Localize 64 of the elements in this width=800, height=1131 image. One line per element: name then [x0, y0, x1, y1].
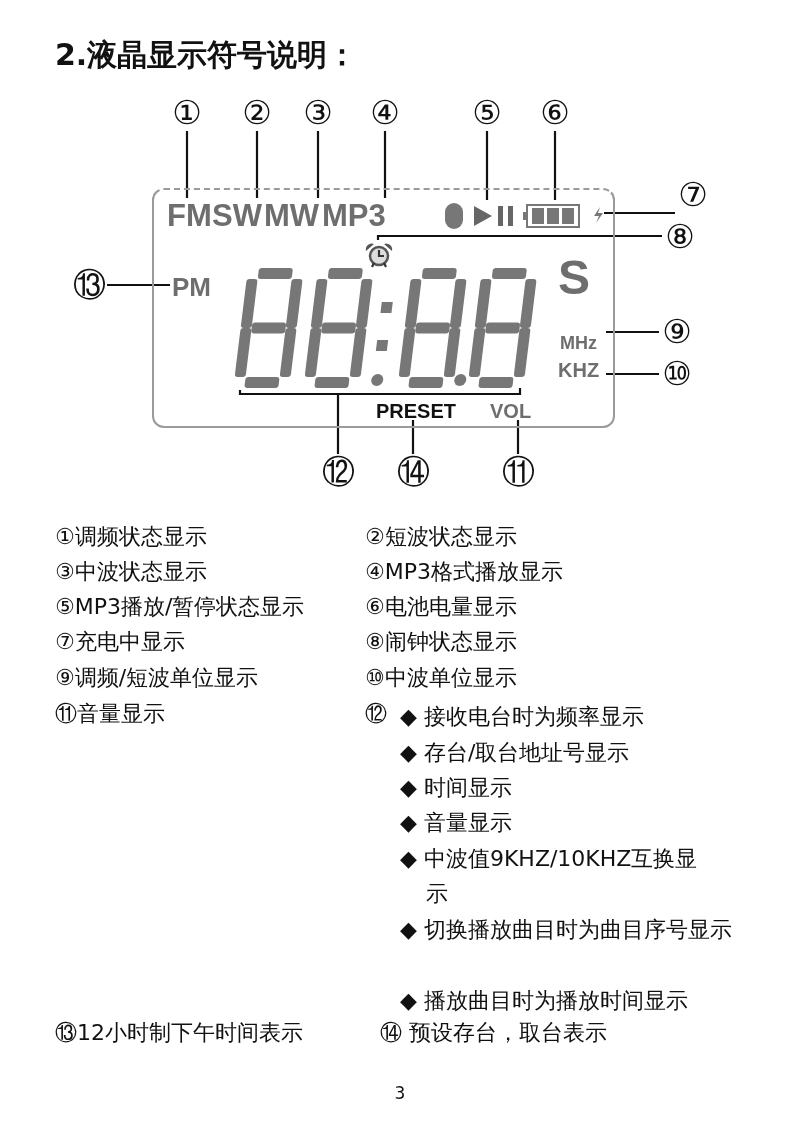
description-text: ⑫ [365, 700, 387, 728]
description-text: ④MP3格式播放显示 [365, 558, 563, 586]
lcd-screen [152, 188, 615, 428]
lcd-indicator-text: FM [167, 200, 211, 232]
callout-number: ⑨ [659, 314, 695, 350]
callout-number: ④ [367, 95, 403, 131]
callout-number: ⑭ [395, 454, 431, 490]
lcd-indicator-text: PRESET [376, 400, 460, 422]
leader-line [411, 420, 415, 454]
lcd-indicator-text: MP3 [322, 200, 402, 232]
battery-icon [522, 202, 582, 230]
description-text: ⑩中波单位显示 [365, 664, 517, 692]
lcd-indicator-text: MHz [560, 332, 608, 354]
description-text: ⑤MP3播放/暂停状态显示 [55, 593, 305, 621]
callout-number: ⑥ [537, 95, 573, 131]
leader-line [606, 372, 659, 376]
description-text: ⑦充电中显示 [55, 628, 185, 656]
description-text: ①调频状态显示 [55, 523, 207, 551]
description-text: ⑨调频/短波单位显示 [55, 664, 259, 692]
leader-line [516, 420, 520, 454]
alarm-clock-icon [364, 242, 394, 268]
callout-number: ① [169, 95, 205, 131]
leader-line [553, 131, 557, 200]
description-text: ◆ 接收电台时为频率显示 [400, 703, 645, 731]
callout-number: ③ [300, 95, 336, 131]
leader-line [376, 234, 662, 240]
callout-number: ⑬ [71, 267, 107, 303]
leader-line [255, 131, 259, 198]
callout-number: ⑩ [659, 356, 695, 392]
callout-number: ⑧ [662, 219, 698, 255]
leader-line [238, 390, 340, 454]
description-text: ◆ 中波值9KHZ/10KHZ互换显示 [400, 845, 699, 908]
callout-number: ② [239, 95, 275, 131]
leader-line [604, 211, 675, 215]
lcd-indicator-text: S [558, 252, 602, 304]
title: 2.液晶显示符号说明： [55, 36, 358, 74]
description-text: ⑭ 预设存台，取台表示 [380, 1019, 607, 1047]
callout-number: ⑫ [320, 454, 356, 490]
lcd-indicator-text: SW [212, 200, 266, 232]
description-text: ◆ 存台/取台地址号显示 [400, 739, 631, 767]
lcd-indicator-text: PM [172, 274, 226, 300]
callout-number: ⑦ [675, 177, 711, 213]
leader-line [606, 330, 659, 334]
callout-number: ⑪ [500, 454, 536, 490]
description-text: ◆ 切换播放曲目时为曲目序号显示 [400, 916, 733, 944]
lcd-indicator-text: MW [264, 200, 322, 232]
description-text: ◆ 播放曲目时为播放时间显示 [400, 987, 689, 1015]
description-text: ②短波状态显示 [365, 523, 517, 551]
leader-line [485, 131, 489, 200]
leader-line [383, 131, 387, 198]
leader-line [107, 283, 170, 287]
description-text: ⑪音量显示 [55, 700, 165, 728]
callout-number: ⑤ [469, 95, 505, 131]
leader-line [185, 131, 189, 198]
lcd-indicator-text: VOL [490, 400, 536, 422]
description-text: ⑥电池电量显示 [365, 593, 517, 621]
description-text: ⑧闹钟状态显示 [365, 628, 517, 656]
leader-line [316, 131, 320, 198]
description-text: ③中波状态显示 [55, 558, 207, 586]
page-number: 3 [393, 1082, 407, 1105]
description-text: ⑬12小时制下午时间表示 [55, 1019, 303, 1047]
description-text: ◆ 音量显示 [400, 809, 513, 837]
description-text: ◆ 时间显示 [400, 774, 513, 802]
lcd-indicator-text: KHZ [558, 358, 608, 382]
